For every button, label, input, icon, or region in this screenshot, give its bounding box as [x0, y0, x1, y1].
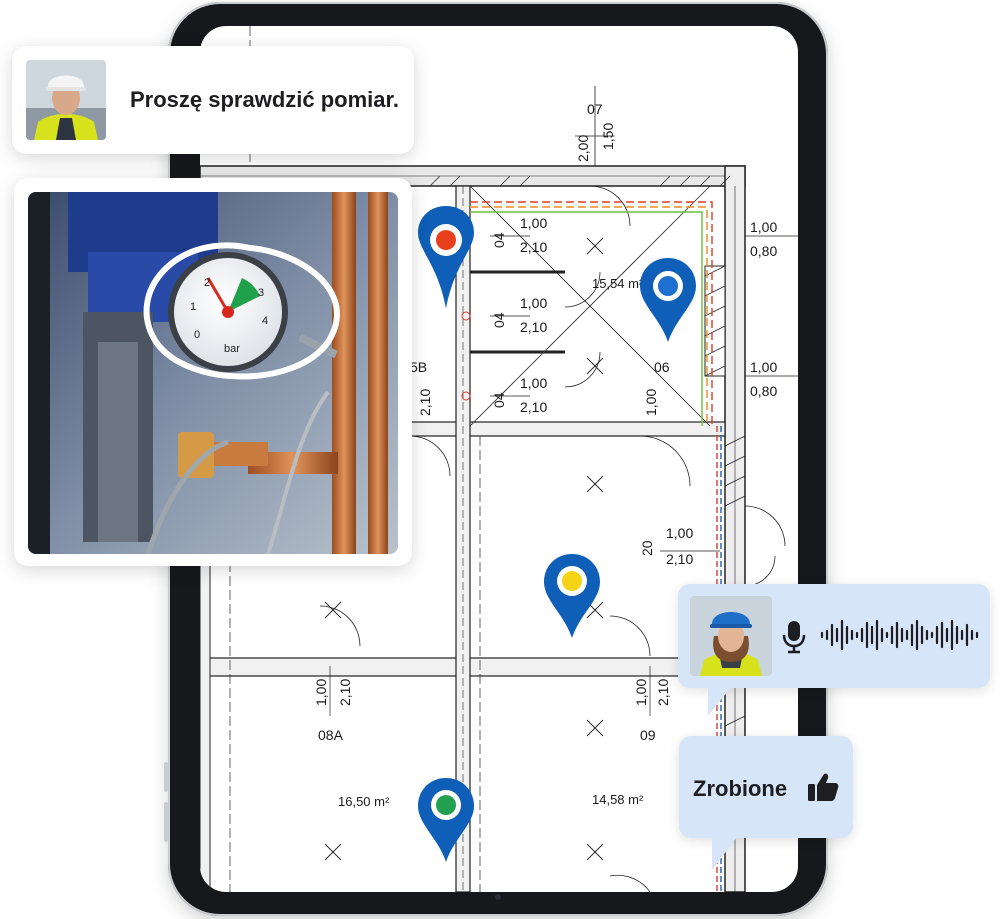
photo-attachment-card[interactable]: 0 1 2 3 4 bar	[14, 178, 412, 566]
svg-text:bar: bar	[224, 343, 240, 355]
plan-area-label: 15,54 m²	[592, 276, 644, 291]
plan-label: 2,10	[520, 319, 547, 335]
plan-label: 06	[654, 359, 670, 375]
plan-label: 2,10	[417, 389, 433, 416]
pin-yellow[interactable]	[544, 554, 600, 638]
plan-label: 20	[639, 540, 655, 556]
avatar	[690, 596, 772, 676]
thumbs-up-icon	[807, 772, 839, 807]
plan-label: 1,00	[520, 215, 547, 231]
plan-area-label: 16,50 m²	[338, 794, 390, 809]
side-button	[164, 802, 168, 842]
pin-blue[interactable]	[640, 258, 696, 342]
plan-label: 1,50	[600, 123, 616, 150]
plan-room-label: 08A	[318, 727, 344, 743]
plan-label: 1,00	[750, 359, 777, 375]
plan-label: 1,00	[520, 375, 547, 391]
plan-label: 04	[491, 392, 507, 408]
plan-label: 1,00	[750, 219, 777, 235]
plan-label: 5B	[410, 359, 427, 375]
bubble-tail	[712, 836, 738, 870]
microphone-icon[interactable]	[782, 620, 806, 659]
chat-message-card: Proszę sprawdzić pomiar.	[12, 46, 414, 154]
bubble-tail	[708, 686, 732, 716]
pressure-gauge-photo[interactable]: 0 1 2 3 4 bar	[28, 192, 398, 554]
plan-area-label: 14,58 m²	[592, 792, 644, 807]
reply-text: Zrobione	[693, 776, 788, 801]
plan-label: 1,00	[313, 679, 329, 706]
plan-label: 1,00	[633, 679, 649, 706]
svg-text:4: 4	[262, 315, 268, 327]
plan-label: 1,00	[520, 295, 547, 311]
plan-label: 2,10	[337, 679, 353, 706]
front-camera	[495, 894, 501, 900]
plan-label: 04	[491, 232, 507, 248]
svg-text:1: 1	[190, 301, 196, 313]
audio-waveform-icon[interactable]	[820, 617, 980, 658]
avatar	[26, 60, 106, 140]
floor-plan: 07 2,00 1,50 04 1,00 2,10 04 1,00 2,10 0…	[200, 26, 798, 892]
voice-message-bubble[interactable]	[678, 584, 990, 688]
pin-red[interactable]	[418, 206, 474, 309]
plan-label: 2,10	[666, 551, 693, 567]
plan-room-label: 09	[640, 727, 656, 743]
plan-label: 0,80	[750, 243, 777, 259]
plan-label: 2,10	[520, 239, 547, 255]
svg-text:2: 2	[204, 277, 210, 289]
plan-label: 2,10	[655, 679, 671, 706]
plan-label: 1,00	[643, 389, 659, 416]
plan-label: 1,00	[666, 525, 693, 541]
pin-green[interactable]	[418, 778, 474, 862]
plan-label: 07	[587, 101, 603, 117]
chat-message-text: Proszę sprawdzić pomiar.	[130, 87, 399, 112]
plan-label: 2,00	[575, 135, 591, 162]
plan-label: 0,80	[750, 383, 777, 399]
plan-label: 04	[491, 312, 507, 328]
reply-bubble: Zrobione	[679, 736, 853, 838]
svg-text:3: 3	[258, 287, 264, 299]
plan-label: 2,10	[520, 399, 547, 415]
svg-text:0: 0	[194, 329, 200, 341]
volume-button	[164, 762, 168, 792]
